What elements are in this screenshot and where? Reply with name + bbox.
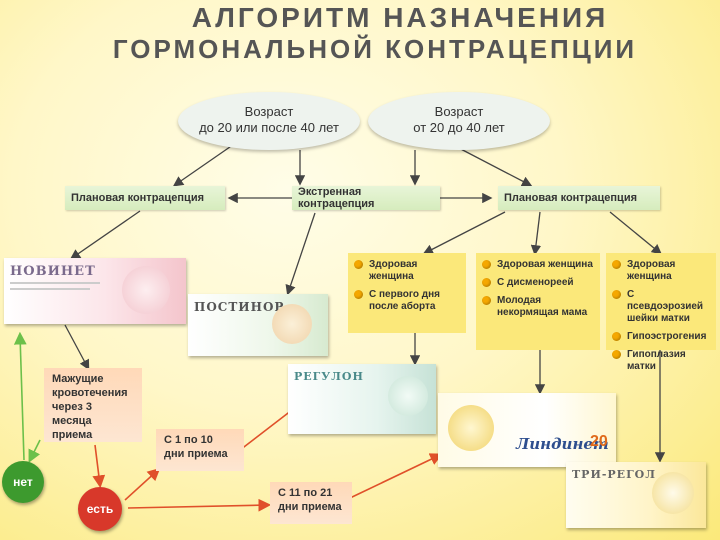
arrow-bleeding-to-no — [28, 439, 41, 463]
regulon-pack: РЕГУЛОН — [288, 364, 436, 434]
bullet-icon — [612, 260, 621, 269]
age-cloud-right: Возраст от 20 до 40 лет — [368, 92, 550, 150]
novinet-pack: НОВИНЕТ — [4, 258, 186, 324]
regulon-brand: РЕГУЛОН — [294, 370, 364, 383]
arrow-days-11-21-to-lindinet — [349, 453, 443, 499]
rose-image — [388, 376, 428, 416]
indication-item: Здоровая женщина — [369, 259, 418, 282]
arrow-yes-to-days-1-10 — [124, 467, 161, 501]
age-cloud-left: Возраст до 20 или после 40 лет — [178, 92, 360, 150]
days-1-10-box: С 1 по 10 дни приема — [156, 429, 244, 471]
bullet-icon — [482, 296, 491, 305]
indication-item: Гипоэстрогения — [627, 331, 707, 342]
arrow-yes-to-days-11-21 — [127, 498, 272, 512]
title-line-1: АЛГОРИТМ НАЗНАЧЕНИЯ — [191, 2, 609, 33]
planned-contraception-left: Плановая контрацепция — [65, 186, 225, 210]
emergency-contraception: Экстренная контрацепция — [292, 186, 440, 210]
bullet-icon — [612, 290, 621, 299]
arrow-planned-to-col1 — [422, 211, 506, 255]
indication-item: Здоровая женщина — [627, 259, 676, 282]
bullet-icon — [482, 278, 491, 287]
flower-image — [448, 405, 494, 451]
indications-col2: Здоровая женщина С дисменореей Молодая н… — [476, 253, 600, 350]
bullet-icon — [354, 260, 363, 269]
yes-circle: есть — [78, 487, 122, 531]
arrow-bleeding-to-yes — [92, 444, 106, 489]
novinet-brand: НОВИНЕТ — [10, 264, 96, 279]
rose-image — [122, 266, 170, 314]
bullet-icon — [482, 260, 491, 269]
postinor-brand: ПОСТИНОР — [194, 300, 285, 314]
title-line-2: ГОРМОНАЛЬНОЙ КОНТРАЦЕПЦИИ — [112, 34, 638, 64]
triregol-pack: ТРИ-РЕГОЛ — [566, 462, 706, 528]
no-circle: нет — [2, 461, 44, 503]
indication-item: Здоровая женщина — [497, 259, 593, 270]
arrow-planned-to-novinet — [69, 210, 141, 260]
arrow-no-to-novinet — [13, 331, 27, 461]
bleeding-box: Мажущие кровотечения через 3 месяца прие… — [44, 368, 142, 442]
indication-item: Молодая некормящая мама — [497, 295, 588, 318]
indication-item: Гипоплазия матки — [627, 349, 686, 372]
lindinet-brand: Линдинет — [516, 435, 609, 453]
bullet-icon — [612, 350, 621, 359]
lindinet-dose: 20 — [590, 433, 608, 450]
age-right-line2: от 20 до 40 лет — [413, 120, 505, 135]
indication-item: С псевдоэрозией шейки матки — [627, 289, 704, 324]
indications-col3: Здоровая женщина С псевдоэрозией шейки м… — [606, 253, 716, 372]
lindinet-pack: Линдинет 20 — [438, 393, 616, 467]
arrow-planned-to-col2 — [530, 211, 542, 256]
flower-image — [652, 472, 694, 514]
age-right-line1: Возраст — [434, 104, 484, 119]
postinor-pack: ПОСТИНОР — [188, 294, 328, 356]
arrow-planned-to-col3 — [609, 211, 663, 255]
arrow-age-right-to-planned — [454, 145, 533, 187]
rose-image — [272, 304, 312, 344]
days-11-21-box: С 11 по 21 дни приема — [270, 482, 352, 524]
indication-item: С первого дня после аборта — [369, 289, 440, 312]
age-left-line2: до 20 или после 40 лет — [199, 120, 339, 135]
arrow-emergency-to-postinor — [285, 212, 316, 296]
indications-col1: Здоровая женщина С первого дня после або… — [348, 253, 466, 333]
triregol-brand: ТРИ-РЕГОЛ — [572, 468, 656, 481]
bullet-icon — [612, 332, 621, 341]
arrow-age-left-to-planned — [172, 139, 241, 187]
indication-item: С дисменореей — [497, 277, 574, 288]
age-left-line1: Возраст — [244, 104, 294, 119]
arrow-novinet-to-bleeding — [64, 324, 90, 371]
planned-contraception-right: Плановая контрацепция — [498, 186, 660, 210]
bullet-icon — [354, 290, 363, 299]
